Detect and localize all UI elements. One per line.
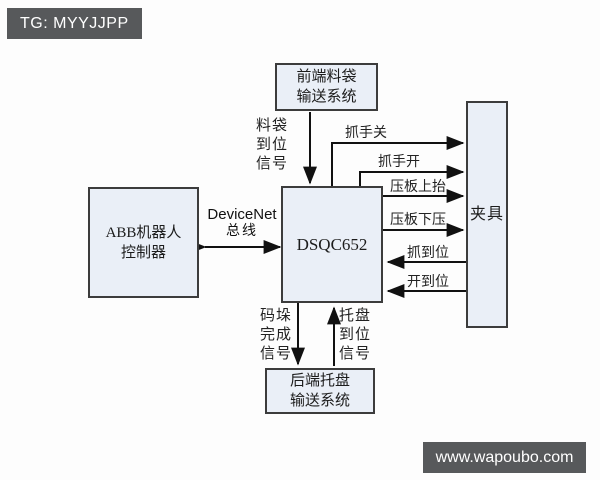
label-devicenet: DeviceNet — [207, 206, 277, 223]
box-fixture: 夹具 — [466, 101, 508, 328]
label-pallet-in-place-l1: 托盘 — [338, 308, 371, 324]
box-rear-conveyor: 后端托盘 输送系统 — [265, 368, 375, 414]
label-bag-in-place-l1: 料袋 — [255, 118, 288, 134]
tag-badge: TG: MYYJJPP — [7, 8, 142, 39]
label-palletize-done-l1: 码垛 — [259, 308, 292, 324]
box-front-conveyor: 前端料袋 输送系统 — [275, 63, 378, 111]
label-bag-in-place-l2: 到位 — [255, 137, 288, 153]
label-plate-up: 压板上抬 — [390, 180, 446, 195]
box-rear-conveyor-line1: 后端托盘 — [289, 373, 350, 389]
label-gripper-close: 抓手关 — [345, 126, 387, 141]
label-palletize-done-signal: 码垛 完成 信号 — [259, 307, 293, 364]
label-pallet-in-place-l3: 信号 — [338, 346, 371, 362]
arrow-gripper-close — [331, 136, 465, 186]
box-dsqc652-io-board: DSQC652 — [281, 186, 383, 303]
label-palletize-done-l3: 信号 — [259, 346, 292, 362]
label-grip-in-place: 抓到位 — [407, 246, 449, 261]
label-palletize-done-l2: 完成 — [259, 327, 292, 343]
box-dsqc652-label: DSQC652 — [296, 234, 368, 254]
box-rear-conveyor-line2: 输送系统 — [289, 393, 350, 409]
box-front-conveyor-line2: 输送系统 — [296, 89, 357, 105]
label-bus: 总线 — [226, 224, 258, 239]
box-front-conveyor-line1: 前端料袋 — [296, 69, 357, 85]
label-pallet-in-place-signal: 托盘 到位 信号 — [338, 307, 372, 364]
label-pallet-in-place-l2: 到位 — [338, 327, 371, 343]
label-bag-in-place-signal: 料袋 到位 信号 — [255, 117, 289, 174]
label-plate-down: 压板下压 — [390, 213, 446, 228]
label-bag-in-place-l3: 信号 — [255, 156, 288, 172]
box-abb-controller: ABB机器人 控制器 — [88, 187, 199, 298]
label-devicenet-bus: DeviceNet 总线 — [200, 206, 284, 240]
box-fixture-label: 夹具 — [469, 205, 504, 223]
label-open-in-place: 开到位 — [407, 275, 449, 290]
arrow-gripper-open — [359, 165, 465, 186]
label-gripper-open: 抓手开 — [378, 155, 420, 170]
box-abb-controller-line1: ABB机器人 — [105, 224, 182, 241]
watermark-url: www.wapoubo.com — [423, 442, 586, 473]
box-abb-controller-line2: 控制器 — [120, 244, 166, 261]
